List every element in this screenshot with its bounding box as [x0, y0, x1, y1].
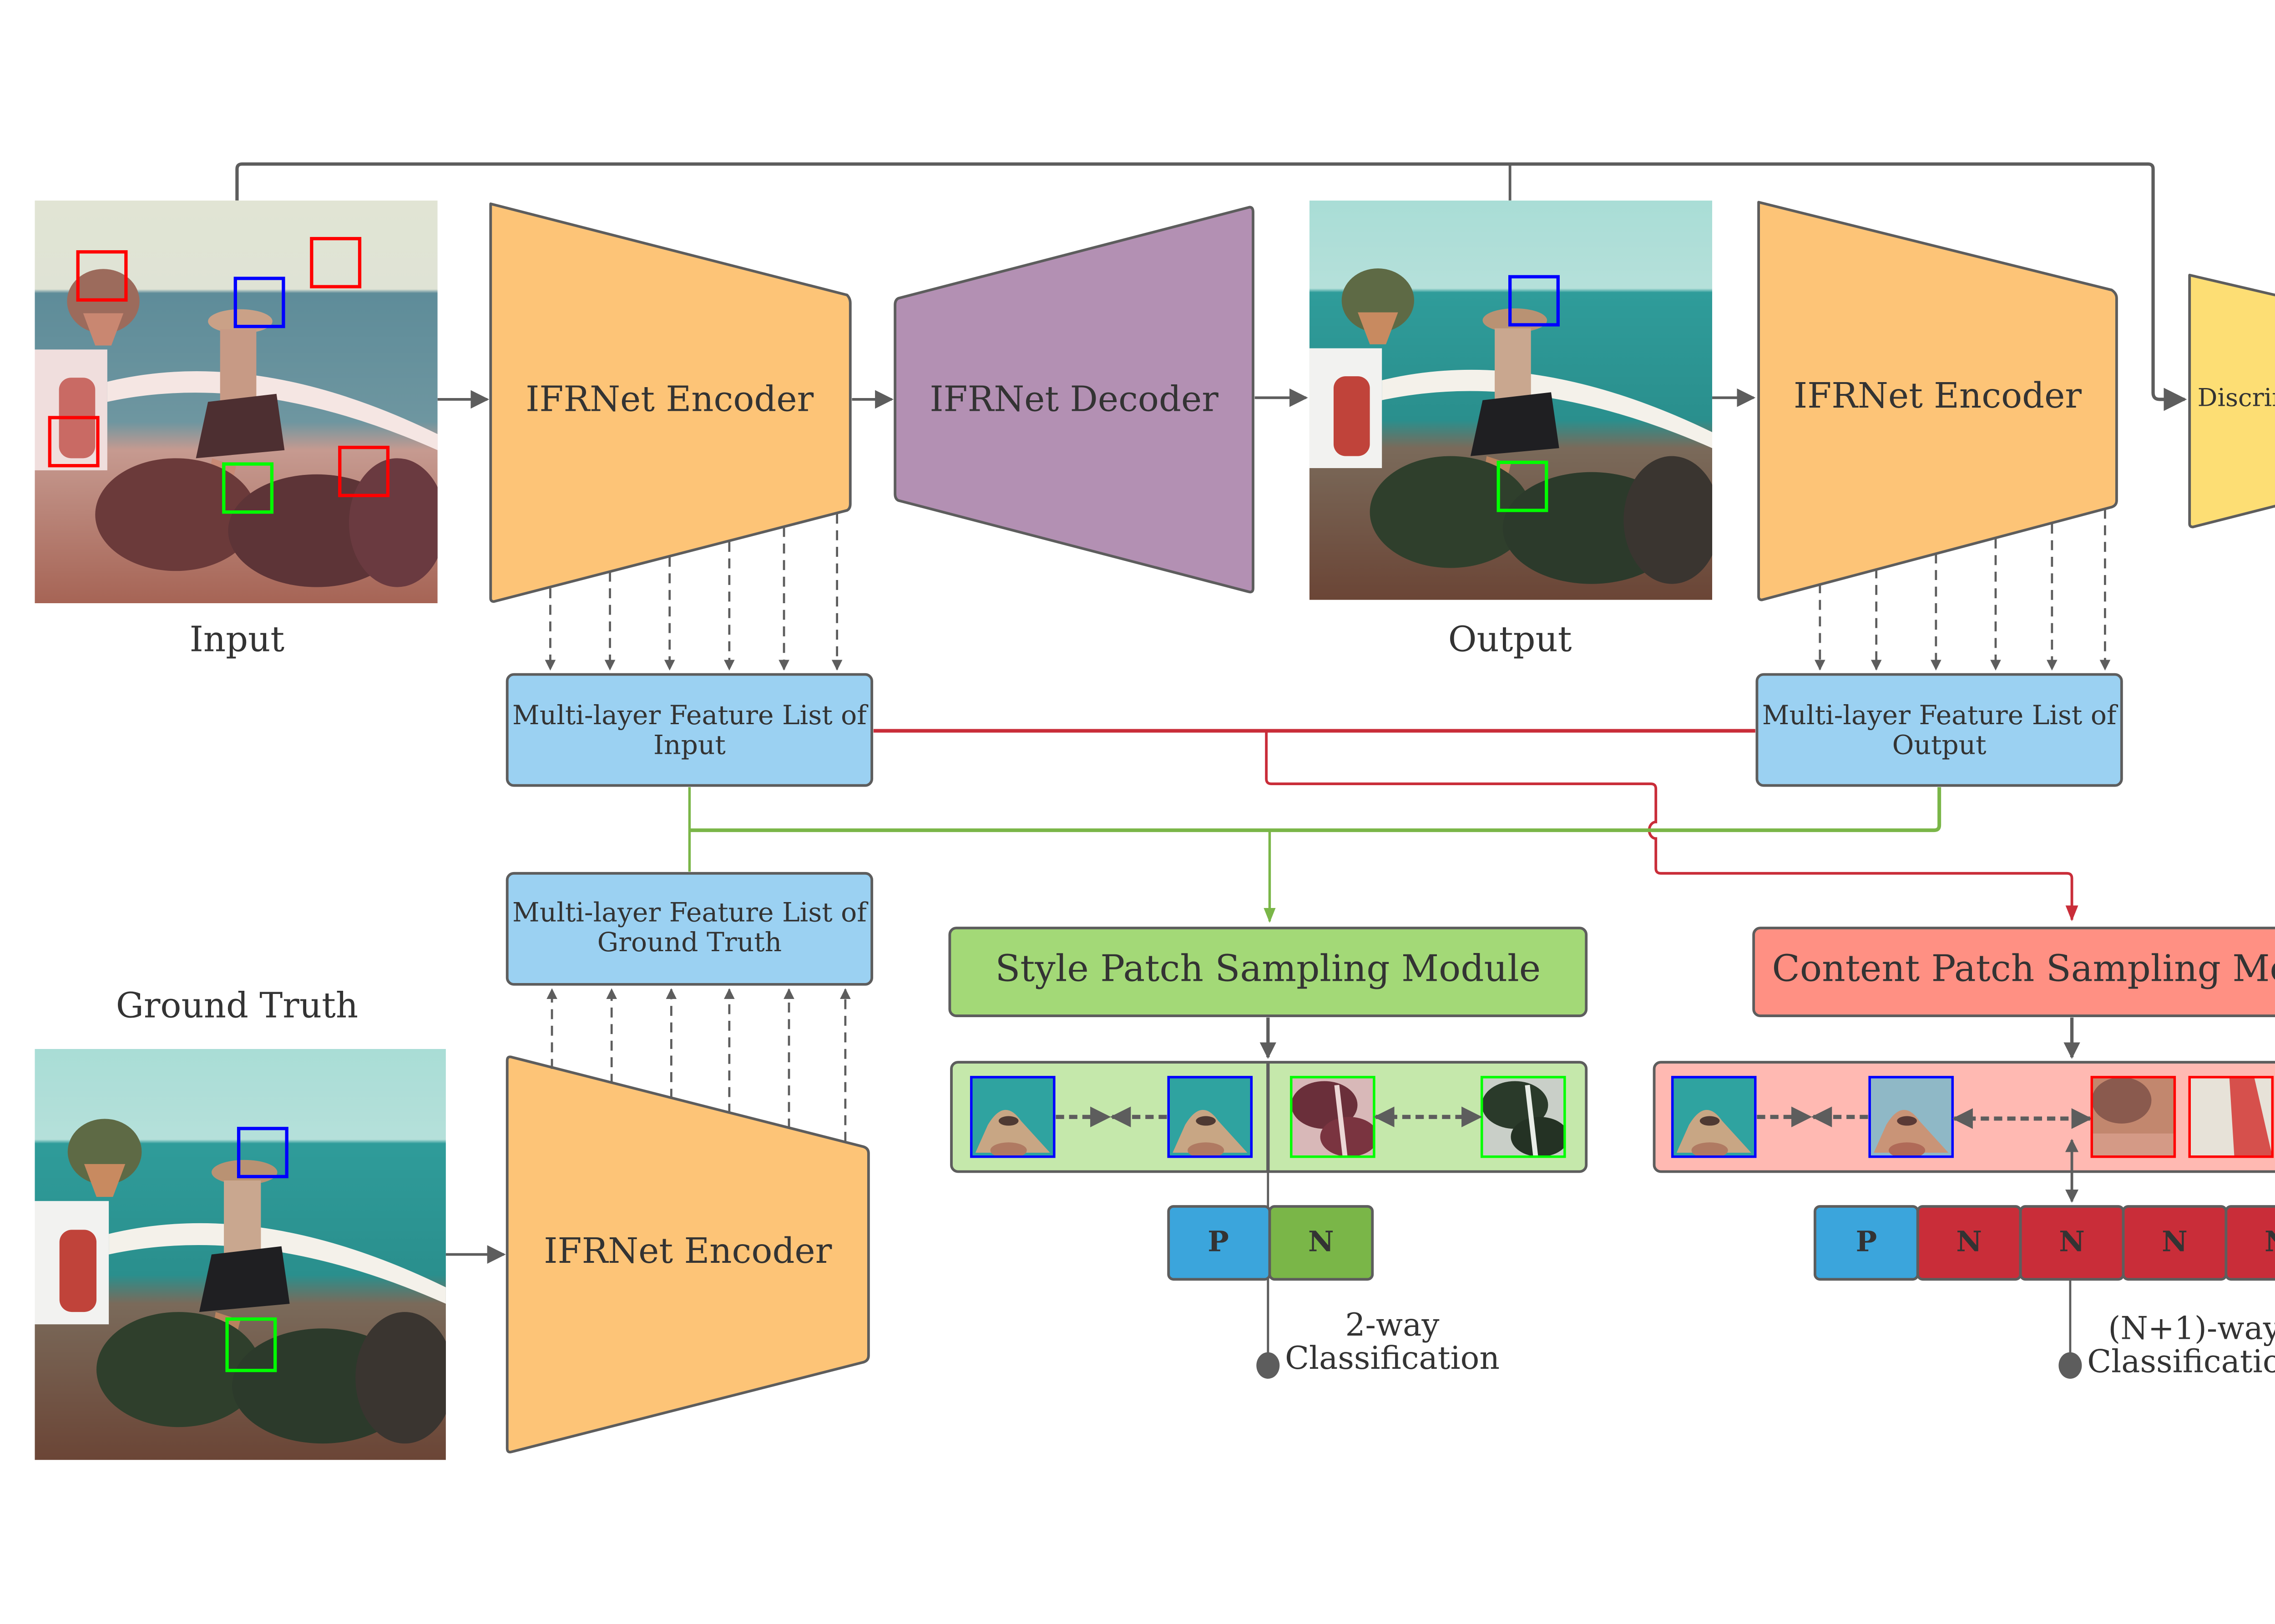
style-patch-strip: [950, 1061, 1588, 1173]
content-classifier-cells: P N N N N: [1814, 1205, 2275, 1281]
style-patch-leaf-query: [1291, 1077, 1378, 1157]
encoder-gt-block: [506, 1055, 870, 1453]
feature-taps-input: [545, 514, 843, 671]
style-patch-sampling-module: Style Patch Sampling Module: [948, 927, 1588, 1017]
feature-list-ground-truth: Multi-layer Feature List of Ground Truth: [506, 872, 874, 986]
style-patch-box-green: [222, 462, 274, 514]
style-edges: [688, 787, 1941, 923]
style-classifier-cells: P N: [1167, 1205, 1374, 1281]
content-patch-box: [76, 250, 128, 302]
feature-taps-gt: [546, 988, 851, 1142]
decoder-label: IFRNet Decoder: [930, 379, 1218, 419]
style-patch-hat-positive: [1168, 1077, 1252, 1157]
style-patch-box-blue: [233, 277, 285, 328]
content-classification-line2: Classification: [2087, 1343, 2275, 1380]
feature-taps-output: [1815, 509, 2111, 671]
feature-list-output-line1: Multi-layer Feature List of: [1762, 700, 2118, 731]
style-classification-terminal: [1256, 1352, 1280, 1379]
content-negative-patch: [2090, 1076, 2176, 1158]
content-cell-negative: N: [2265, 1225, 2275, 1258]
ground-truth-label: Ground Truth: [116, 986, 358, 1026]
style-patch-box-green: [225, 1317, 277, 1372]
style-patch-box-green: [1496, 460, 1548, 512]
content-patch-sampling-module: Content Patch Sampling Module: [1752, 927, 2275, 1017]
content-patch-box: [310, 237, 362, 288]
feature-list-input-line1: Multi-layer Feature List of: [512, 700, 869, 731]
input-label: Input: [190, 620, 285, 660]
content-patch-hat-query: [1672, 1077, 1755, 1157]
content-patch-hat-positive: [1870, 1077, 1953, 1157]
encoder-output-label: IFRNet Encoder: [1794, 376, 2082, 416]
style-patch-hat-query: [971, 1077, 1054, 1157]
decoder-block: [894, 206, 1254, 594]
content-negative-patch: [2188, 1076, 2274, 1158]
output-image: [1309, 200, 1713, 600]
style-cell-negative: N: [1308, 1225, 1334, 1258]
style-classification-line2: Classification: [1285, 1340, 1500, 1377]
edge-input-to-discriminator: [235, 162, 2187, 411]
feature-list-input-line2: Input: [653, 730, 726, 761]
content-patch-strip: [1653, 1061, 2275, 1173]
content-cell-negative: N: [1956, 1225, 1982, 1258]
encoder-input-block: [489, 202, 852, 603]
encoder-output-block: [1757, 201, 2118, 601]
feature-list-output-line2: Output: [1892, 730, 1987, 761]
feature-list-output: Multi-layer Feature List of Output: [1755, 673, 2123, 787]
output-label: Output: [1448, 620, 1572, 660]
feature-list-gt-line2: Ground Truth: [597, 927, 782, 958]
feature-list-input: Multi-layer Feature List of Input: [506, 673, 874, 787]
style-module-label: Style Patch Sampling Module: [995, 948, 1541, 990]
content-patch-box: [48, 416, 100, 468]
input-image: [35, 200, 438, 603]
style-patch-box-blue: [237, 1127, 288, 1179]
discriminator-label: Discriminators: [2198, 383, 2275, 412]
discriminator-block: [2188, 273, 2275, 529]
content-classification-terminal: [2058, 1352, 2082, 1379]
content-patch-box: [338, 445, 390, 497]
style-classification-line1: 2-way: [1345, 1307, 1439, 1343]
style-cell-positive: P: [1208, 1225, 1229, 1258]
feature-list-gt-line1: Multi-layer Feature List of: [512, 897, 869, 928]
content-classification-line1: (N+1)-way: [2108, 1310, 2275, 1347]
content-module-label: Content Patch Sampling Module: [1772, 948, 2275, 990]
encoder-input-label: IFRNet Encoder: [526, 379, 814, 419]
ground-truth-image: [35, 1049, 446, 1460]
encoder-gt-label: IFRNet Encoder: [544, 1231, 832, 1271]
content-cell-negative: N: [2162, 1225, 2188, 1258]
content-cell-negative: N: [2059, 1225, 2085, 1258]
style-patch-box-blue: [1508, 275, 1560, 327]
style-patch-leaf-positive: [1482, 1077, 1569, 1157]
content-cell-positive: P: [1856, 1225, 1877, 1258]
